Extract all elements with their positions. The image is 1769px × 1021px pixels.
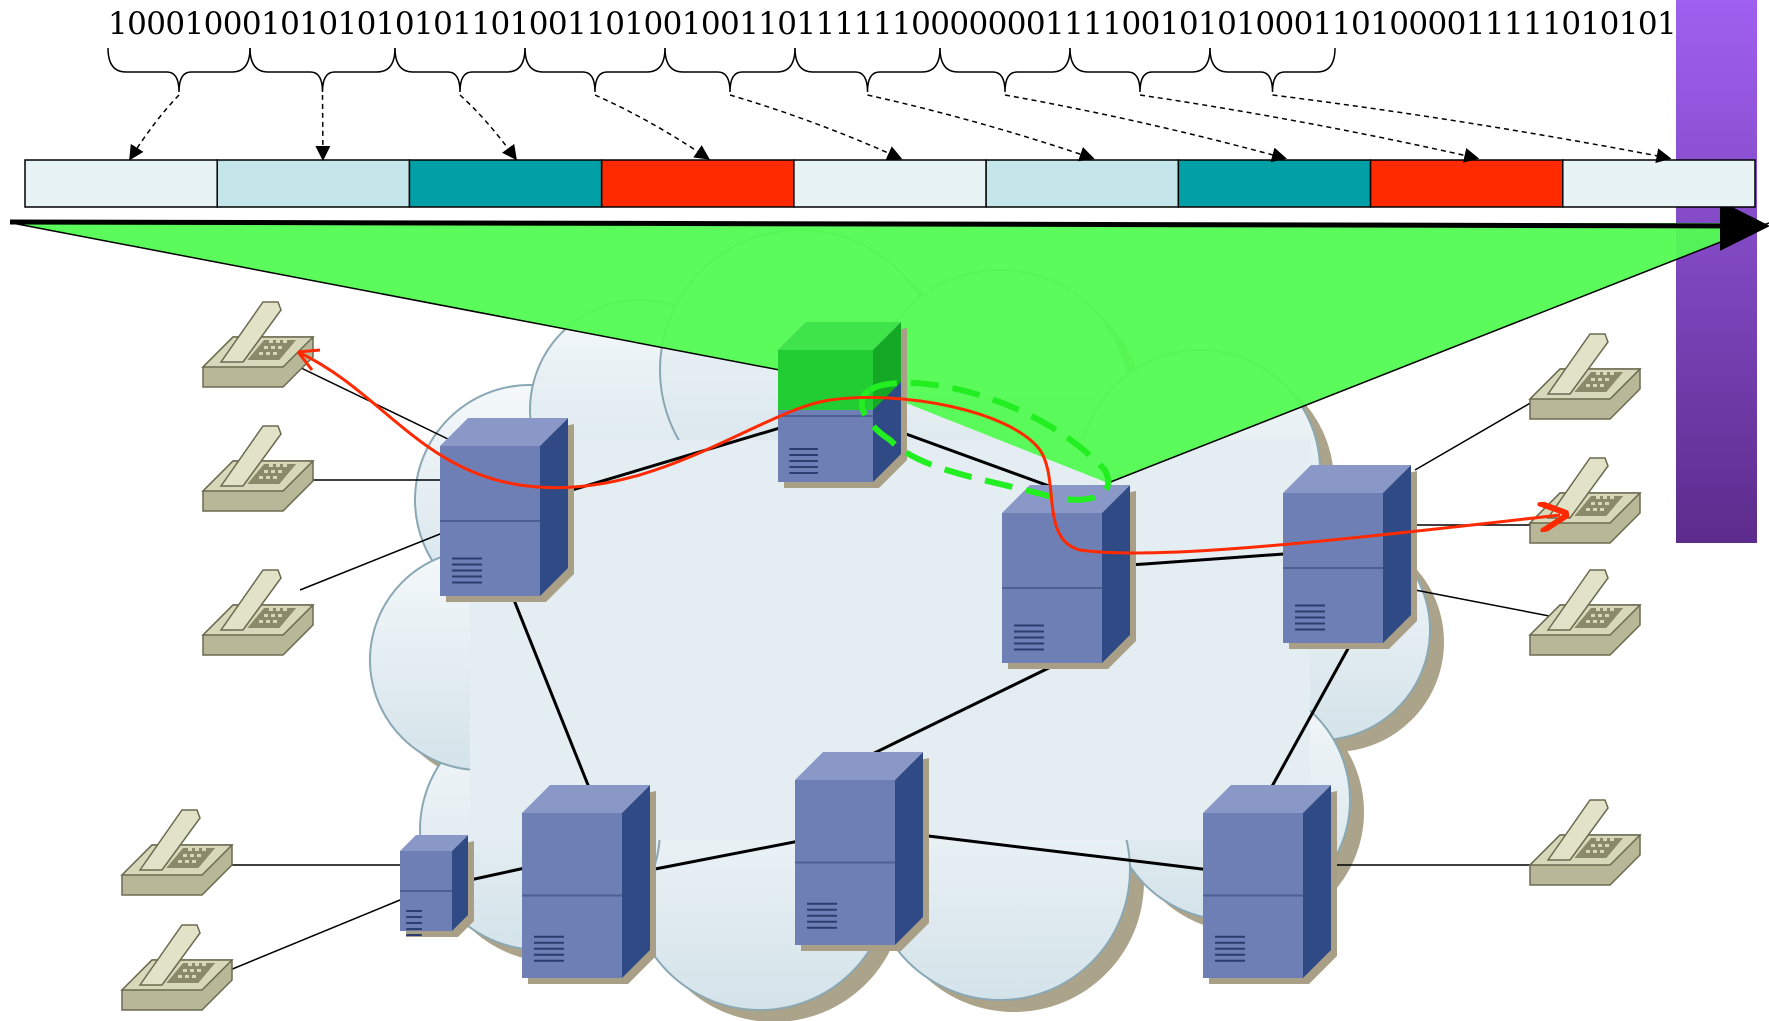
- frame-slot: [1562, 159, 1756, 208]
- selected-channel-loop: [858, 379, 1112, 503]
- frame-slot: [1369, 159, 1564, 208]
- telephone-icon: [201, 425, 315, 512]
- bit-group-brace: [1209, 47, 1336, 93]
- frame-slot: [408, 159, 603, 208]
- server-icon: [522, 785, 656, 984]
- time-axis: [9, 200, 1769, 251]
- server-icon: [400, 835, 474, 937]
- call-path-arrow-icon: [297, 350, 1560, 555]
- telephone-icon: [201, 301, 315, 388]
- telephone-icon: [1528, 333, 1642, 420]
- mapping-arrow-icon: [1139, 94, 1480, 163]
- mapping-arrow-icon: [1004, 94, 1287, 163]
- bit-group-brace: [1069, 47, 1211, 93]
- slot-mapping-arrows: [129, 94, 1672, 164]
- server-icon: [795, 752, 929, 951]
- bit-group-brace: [939, 47, 1071, 93]
- telephone-icon: [1528, 799, 1642, 886]
- server-icon: [1002, 485, 1136, 669]
- mapping-arrow-icon: [129, 94, 180, 161]
- server-icon: [440, 418, 574, 602]
- bit-group-brace: [794, 47, 941, 93]
- frame-slot: [600, 159, 795, 208]
- frame-slot: [1177, 159, 1372, 208]
- telephone-icon: [120, 924, 234, 1011]
- bit-group-brace: [107, 47, 251, 93]
- bitstream-text: 1000100010101010101101001101001001101111…: [108, 6, 1677, 42]
- mapping-arrow-icon: [594, 94, 710, 160]
- telephone-icon: [1528, 457, 1642, 544]
- bit-group-brace: [394, 47, 526, 93]
- bit-group-brace: [524, 47, 666, 93]
- frame-slot: [793, 159, 987, 208]
- switch-group: [400, 322, 1417, 984]
- bit-group-brace: [664, 47, 796, 93]
- frame-slot: [24, 159, 218, 208]
- mapping-arrow-icon: [1272, 94, 1672, 164]
- bit-group-brace: [249, 47, 396, 93]
- server-icon: [1203, 785, 1337, 984]
- telephone-icon: [1528, 569, 1642, 656]
- telephone-icon: [120, 809, 234, 896]
- server-icon: [1283, 465, 1417, 649]
- frame-slot: [985, 159, 1180, 208]
- mapping-arrow-icon: [867, 94, 1095, 162]
- bit-braces: [107, 47, 1336, 93]
- frame-slots: [24, 159, 1756, 208]
- telephone-icon: [201, 569, 315, 656]
- mapping-arrow-icon: [729, 94, 903, 160]
- frame-slot: [216, 159, 411, 208]
- mapping-arrow-icon: [459, 94, 517, 161]
- sidebar-bar: [1676, 0, 1757, 543]
